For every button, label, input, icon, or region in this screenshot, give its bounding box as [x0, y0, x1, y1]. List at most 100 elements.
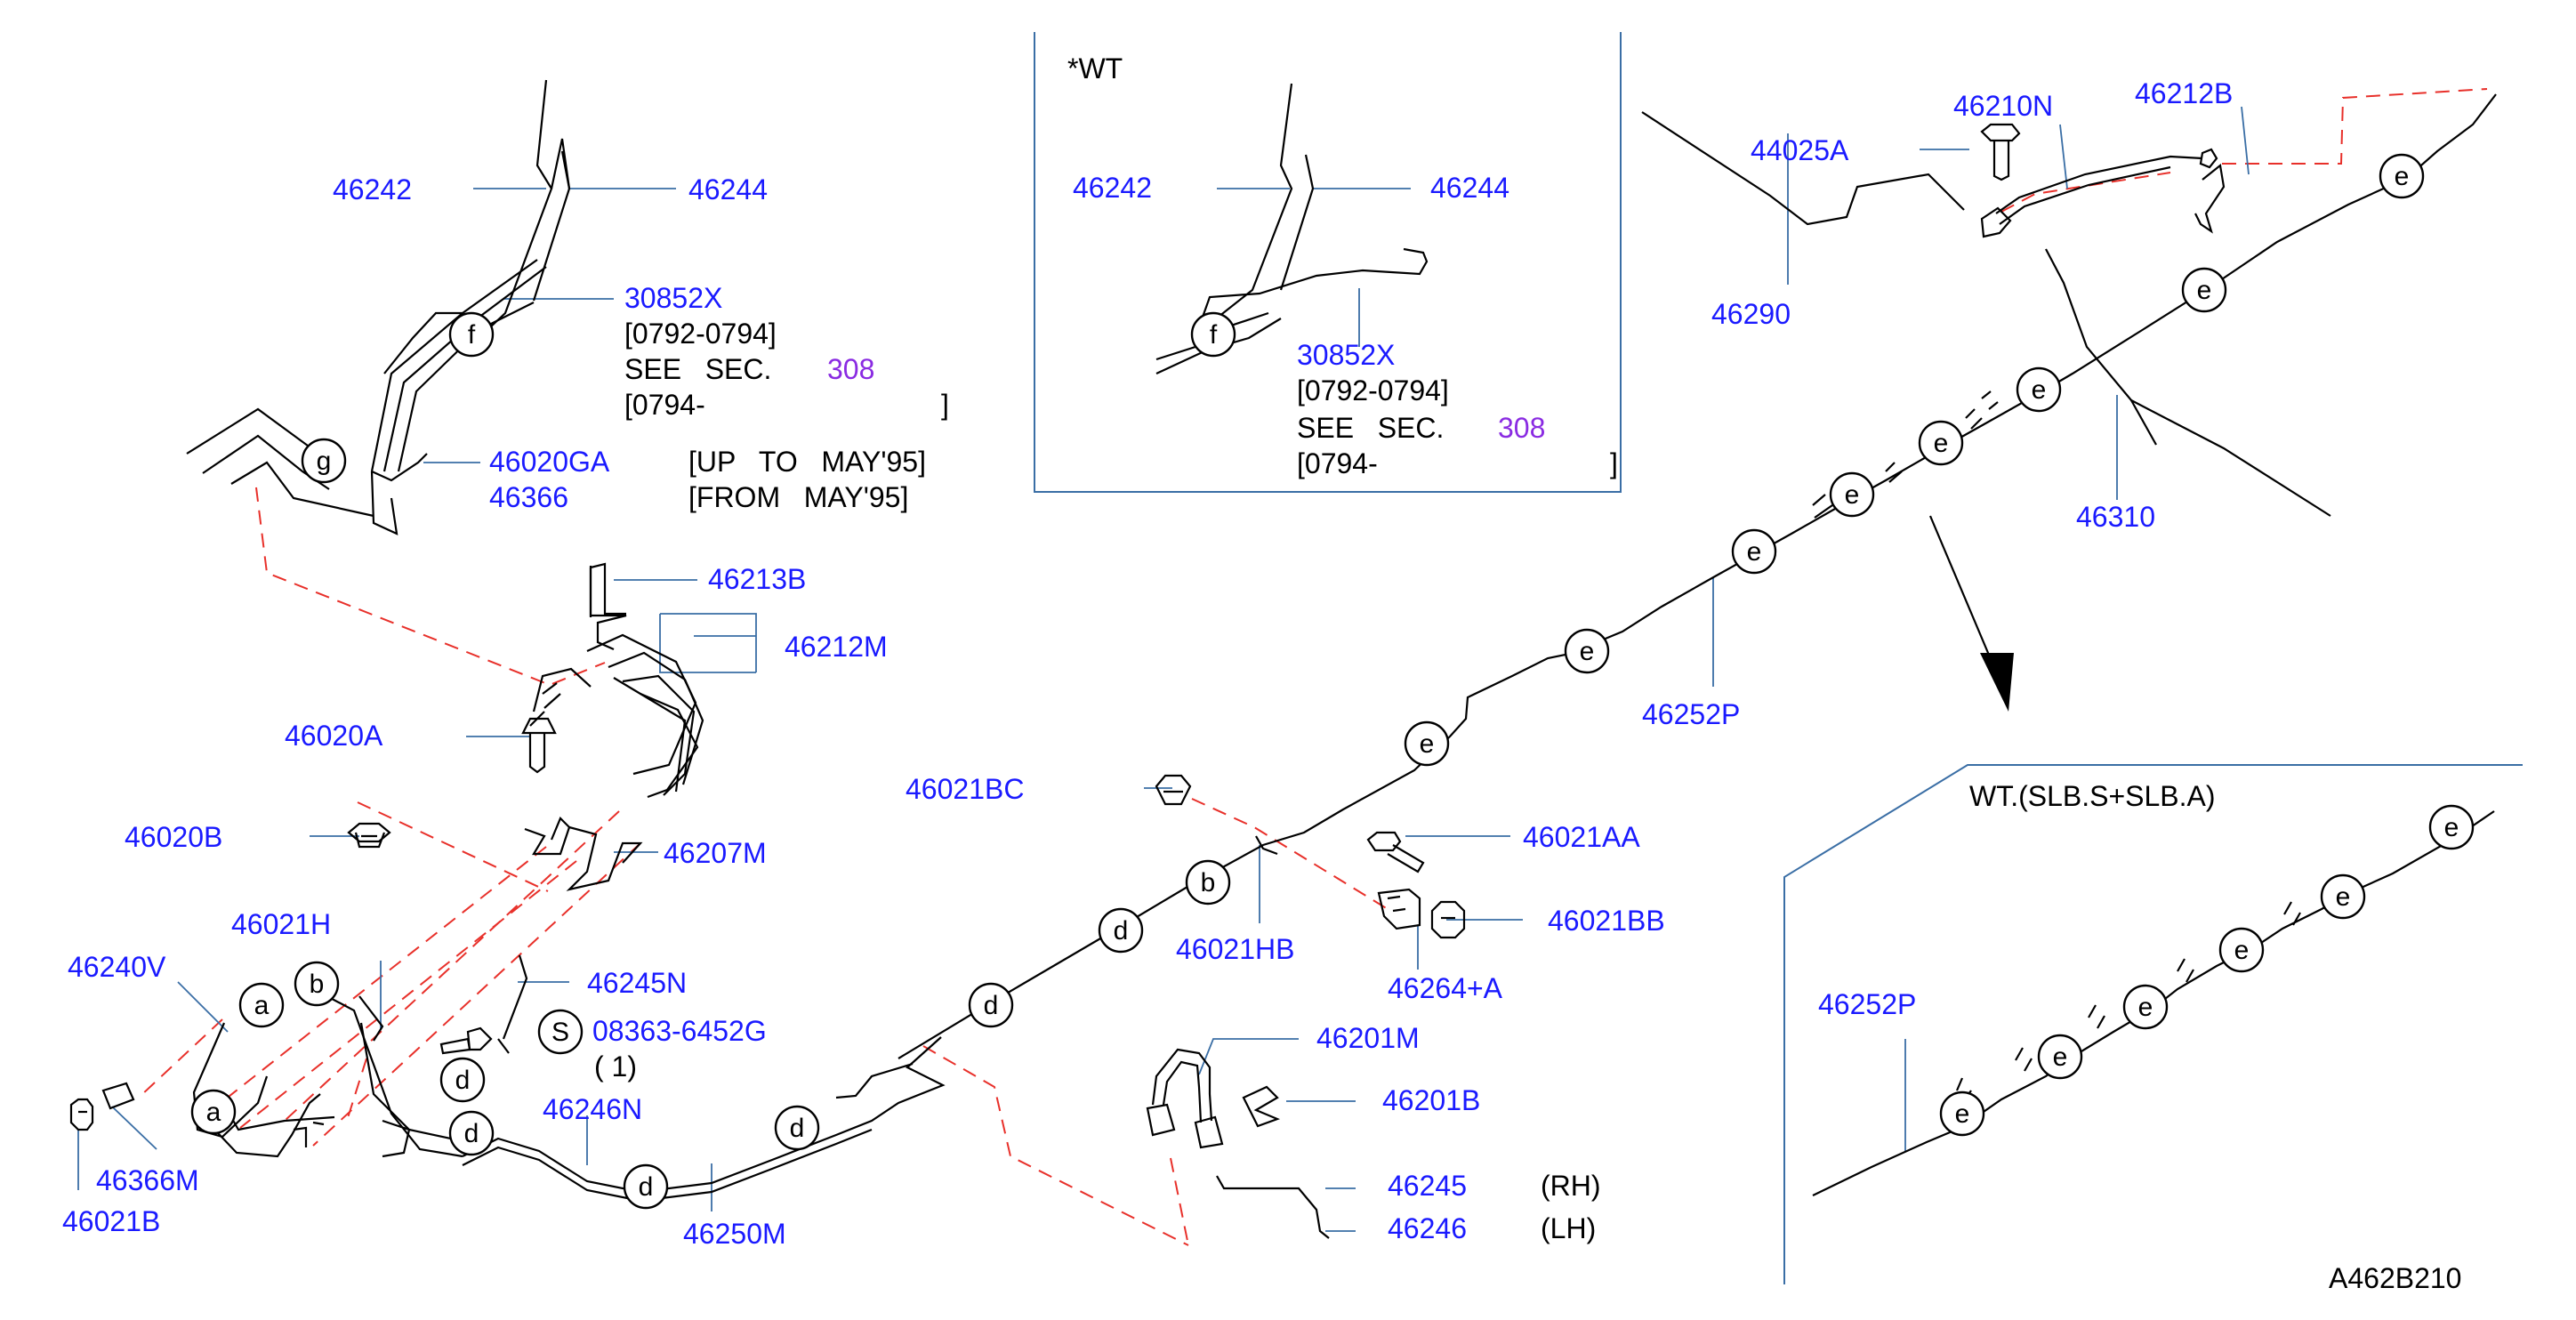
note-up-to: [UP TO MAY'95]	[688, 446, 926, 478]
svg-text:e: e	[2138, 993, 2153, 1022]
part-46245n: 46245N	[587, 967, 687, 999]
tube-46201m	[1146, 1048, 1224, 1149]
bolt-08363	[439, 1026, 493, 1055]
part-46020a: 46020A	[285, 720, 383, 752]
svg-text:e: e	[2444, 813, 2459, 842]
callout-d-5: d	[968, 982, 1014, 1028]
svg-text:f: f	[1210, 320, 1218, 350]
callout-e-slb-3: e	[2122, 984, 2169, 1030]
clip-46213b	[589, 562, 626, 617]
bracket-46207m	[524, 817, 643, 891]
callout-f-main: f	[448, 311, 495, 358]
svg-text:e: e	[2336, 882, 2351, 912]
callout-a-1: a	[238, 982, 285, 1028]
part-46201m: 46201M	[1316, 1022, 1420, 1054]
brake-hoses-linework	[529, 566, 704, 799]
callout-e-slb-6: e	[2428, 804, 2475, 850]
part-46242-wt: 46242	[1073, 172, 1152, 204]
svg-text:S: S	[551, 1018, 569, 1047]
right-upper-linework	[1641, 111, 2331, 517]
part-46244-wt: 46244	[1430, 172, 1509, 204]
diagram-code: A462B210	[2329, 1262, 2461, 1294]
part-46021b: 46021B	[62, 1205, 160, 1237]
collar-46366m	[101, 1082, 135, 1110]
wt-panel-border	[1034, 32, 1622, 493]
note-range-b-open: [0794-	[624, 389, 705, 421]
svg-text:b: b	[1201, 868, 1216, 897]
part-08363-6452g: 08363-6452G	[592, 1015, 767, 1047]
notes: [0792-0794] SEE SEC. 308 [0794- ] [UP TO…	[594, 52, 2461, 1294]
part-46207m: 46207M	[664, 837, 767, 869]
note-sec-num: 308	[827, 353, 874, 385]
callout-e-3: e	[1731, 528, 1777, 575]
svg-text:a: a	[254, 991, 270, 1020]
slb-panel-border	[1783, 764, 2523, 1284]
part-46201b: 46201B	[1382, 1084, 1480, 1116]
svg-text:e: e	[1747, 537, 1762, 567]
svg-text:e: e	[1955, 1099, 1970, 1129]
svg-text:e: e	[2197, 276, 2212, 305]
callout-b-2: b	[1185, 859, 1231, 905]
nut-46021b	[69, 1098, 94, 1131]
callout-d-3: d	[623, 1163, 669, 1210]
callout-d-6: d	[1098, 907, 1144, 954]
svg-text:g: g	[317, 447, 332, 476]
wt-see-sec: SEE SEC.	[1297, 412, 1444, 444]
callout-e-5: e	[1918, 420, 1964, 466]
callout-d-4: d	[774, 1105, 820, 1151]
nut-46020b	[347, 822, 391, 849]
callout-e-slb-4: e	[2218, 927, 2265, 973]
svg-text:e: e	[2395, 162, 2410, 191]
note-from: [FROM MAY'95]	[688, 481, 908, 513]
wt-sec-num: 308	[1498, 412, 1545, 444]
slb-panel-title: WT.(SLB.S+SLB.A)	[1969, 780, 2216, 812]
main-pipe-46252p	[898, 93, 2497, 1059]
bolt-46020a	[521, 717, 557, 774]
callout-e-slb-2: e	[2037, 1034, 2083, 1080]
svg-text:d: d	[984, 991, 999, 1020]
note-see-sec: SEE SEC.	[624, 353, 771, 385]
part-46366m: 46366M	[96, 1164, 199, 1196]
part-46021bb: 46021BB	[1548, 905, 1665, 937]
wt-panel-title: *WT	[1067, 52, 1123, 85]
part-46212b: 46212B	[2135, 77, 2233, 109]
callout-e-1: e	[1404, 720, 1450, 767]
callout-e-2: e	[1564, 628, 1610, 674]
svg-text:a: a	[206, 1098, 221, 1127]
note-qty: ( 1)	[594, 1050, 637, 1083]
part-46366: 46366	[489, 481, 568, 513]
clip-46201b	[1242, 1085, 1281, 1128]
callout-e-8: e	[2379, 153, 2425, 199]
callout-d-1: d	[439, 1057, 486, 1103]
bracket-46264a	[1377, 888, 1421, 930]
svg-text:e: e	[2032, 375, 2047, 405]
part-46250m: 46250M	[683, 1218, 786, 1250]
wt-range-b-open: [0794-	[1297, 447, 1378, 479]
note-rh: (RH)	[1541, 1170, 1601, 1202]
callout-s: S	[537, 1009, 584, 1055]
nut-46021bb	[1430, 900, 1466, 939]
part-46020ga: 46020GA	[489, 446, 610, 478]
svg-text:e: e	[2234, 936, 2250, 965]
callout-d-2: d	[448, 1110, 495, 1156]
callout-e-7: e	[2181, 267, 2227, 313]
callout-e-slb-1: e	[1939, 1091, 1985, 1137]
part-30852x-wt: 30852X	[1297, 339, 1395, 371]
bolt-46021aa	[1366, 831, 1425, 873]
part-46213b: 46213B	[708, 563, 806, 595]
part-46242-main: 46242	[333, 173, 412, 205]
svg-text:b: b	[310, 970, 325, 999]
arrow	[1928, 515, 2014, 712]
svg-text:e: e	[2053, 1042, 2068, 1072]
svg-text:f: f	[468, 320, 476, 350]
note-range-b-close: ]	[941, 389, 949, 421]
part-46264a: 46264+A	[1388, 972, 1503, 1004]
callout-a-2: a	[190, 1089, 237, 1135]
note-lh: (LH)	[1541, 1212, 1596, 1244]
part-46244-main: 46244	[688, 173, 768, 205]
part-46021aa: 46021AA	[1523, 821, 1640, 853]
part-46290: 46290	[1711, 298, 1791, 330]
part-30852x-main: 30852X	[624, 282, 722, 314]
wt-range-b-close: ]	[1610, 447, 1618, 479]
grommet-46021bc	[1155, 774, 1192, 806]
